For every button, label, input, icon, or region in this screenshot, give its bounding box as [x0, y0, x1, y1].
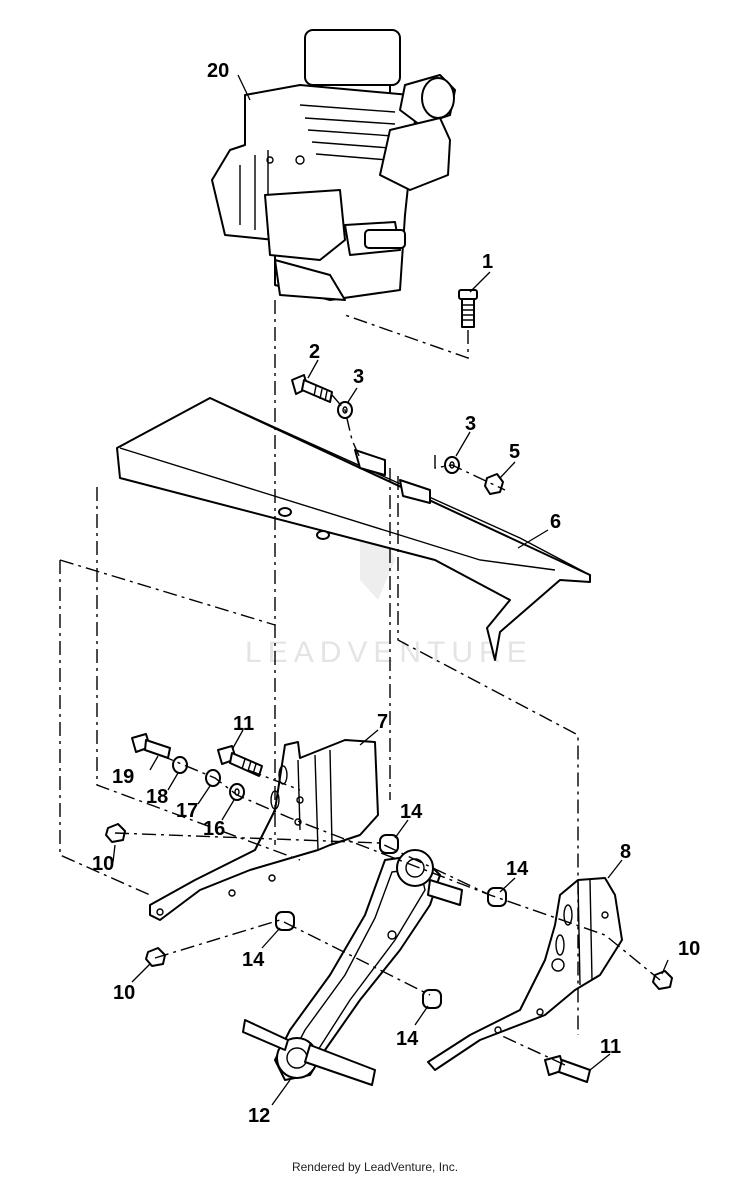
callout-2: 2 [309, 341, 320, 363]
footer-credit: Rendered by LeadVenture, Inc. [291, 1160, 459, 1174]
callout-labels: 20 1 2 3 3 5 6 11 7 19 18 17 16 14 10 14… [92, 60, 700, 1127]
callout-10a: 10 [92, 853, 114, 875]
right-bracket [427, 877, 623, 1071]
callout-6: 6 [550, 511, 561, 533]
bolt-2 [291, 374, 333, 403]
bolt-1 [458, 289, 478, 328]
callout-12: 12 [248, 1105, 270, 1127]
callout-11a: 11 [233, 713, 254, 735]
callout-10b: 10 [678, 938, 700, 960]
callout-10c: 10 [113, 982, 135, 1004]
chain-case [242, 849, 463, 1086]
engine [211, 29, 456, 301]
callout-14a: 14 [400, 801, 423, 823]
small-hardware [131, 733, 591, 1083]
left-bracket [149, 739, 379, 921]
callout-11b: 11 [600, 1036, 621, 1058]
callout-1: 1 [482, 251, 493, 273]
callout-14d: 14 [396, 1028, 419, 1050]
callout-3a: 3 [353, 366, 364, 388]
callout-7: 7 [377, 711, 388, 733]
leader-lines [112, 74, 669, 1106]
callout-14c: 14 [242, 949, 265, 971]
callout-20: 20 [207, 60, 229, 82]
tine-shield [116, 397, 591, 661]
callout-16: 16 [203, 818, 225, 840]
callout-3b: 3 [465, 413, 476, 435]
callout-19: 19 [112, 766, 134, 788]
nuts [105, 823, 673, 990]
callout-18: 18 [146, 786, 168, 808]
callout-5: 5 [509, 441, 520, 463]
callout-8: 8 [620, 841, 631, 863]
callout-14b: 14 [506, 858, 529, 880]
assembly-lines [59, 300, 661, 1066]
callout-17: 17 [176, 800, 198, 822]
watermark-text: LEADVENTURE [245, 636, 533, 669]
